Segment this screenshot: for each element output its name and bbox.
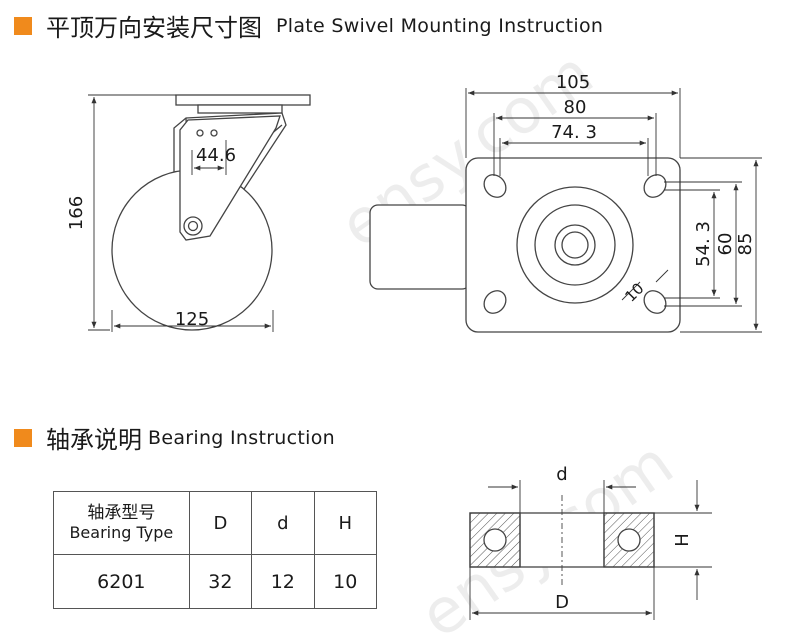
header-d: d <box>251 491 315 555</box>
header-bearing-type-cn: 轴承型号 <box>87 503 156 523</box>
mounting-title-en: Plate Swivel Mounting Instruction <box>276 14 604 37</box>
cell-H: 10 <box>313 554 378 609</box>
caster-side-view <box>111 94 311 331</box>
dim-plate-length-label: 85 <box>735 233 756 256</box>
mounting-section-header: 平顶万向安装尺寸图 Plate Swivel Mounting Instruct… <box>14 8 603 43</box>
header-bearing-type-en: Bearing Type <box>69 523 174 542</box>
dim-hole-spacing-y-label: 60 <box>715 233 736 256</box>
header-bearing-type: 轴承型号 Bearing Type <box>53 491 190 555</box>
bearing-cross-section <box>469 495 655 585</box>
bearing-title-en: Bearing Instruction <box>148 426 335 449</box>
dim-wheel-diameter-label: 125 <box>175 309 209 330</box>
plate-top-view <box>369 157 681 333</box>
side-view-dimensions <box>88 94 274 332</box>
bearing-dimensions <box>469 480 712 620</box>
header-H: H <box>313 491 378 555</box>
bearing-table-header-row: 轴承型号 Bearing Type D d H <box>53 491 378 555</box>
bearing-H-label: H <box>672 533 693 547</box>
cell-D: 32 <box>188 554 253 609</box>
dim-offset-label: 44.6 <box>196 145 236 166</box>
bearing-section-header: 轴承说明 Bearing Instruction <box>14 420 335 455</box>
dim-hole-spacing-x-label: 80 <box>564 97 587 118</box>
section-marker-icon <box>14 16 32 35</box>
cell-d: 12 <box>251 554 315 609</box>
dim-slot-spacing-y-label: 54. 3 <box>693 221 714 267</box>
section-marker-icon <box>14 428 32 447</box>
table-row: 6201 32 12 10 <box>53 554 378 609</box>
bearing-D-label: D <box>555 592 569 613</box>
bearing-d-label: d <box>556 464 567 485</box>
bearing-table: 轴承型号 Bearing Type D d H 6201 32 12 10 <box>53 491 378 609</box>
cell-bearing-type: 6201 <box>53 554 190 609</box>
dim-slot-spacing-x-label: 74. 3 <box>551 122 597 143</box>
bearing-title-cn: 轴承说明 <box>46 426 142 454</box>
top-view-dimensions <box>465 88 762 333</box>
dim-height-label: 166 <box>66 196 87 230</box>
mounting-title-cn: 平顶万向安装尺寸图 <box>46 14 262 42</box>
header-D: D <box>188 491 253 555</box>
dim-plate-width-label: 105 <box>556 72 590 93</box>
